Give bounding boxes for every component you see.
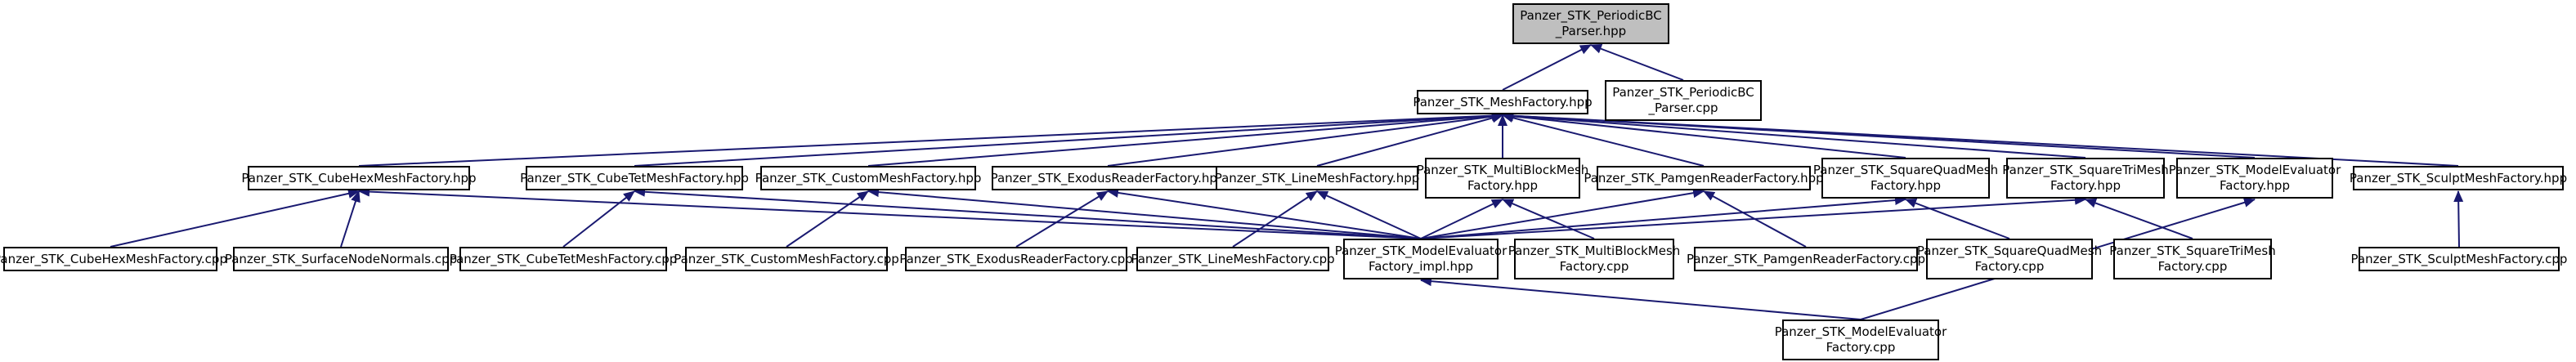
node-label-line: Panzer_STK_MultiBlockMesh — [1508, 244, 1681, 258]
node-periodic-cpp[interactable]: Panzer_STK_PeriodicBC_Parser.cpp — [1605, 80, 1762, 121]
node-label-line: Panzer_STK_SquareTriMesh — [2109, 244, 2276, 258]
node-label-line: _Parser.cpp — [1648, 101, 1718, 115]
edge-squarequad_hpp-to-meshfactory_hpp — [1502, 111, 1906, 159]
edge-sculpt_hpp-to-meshfactory_hpp — [1502, 110, 2459, 167]
edge-surfacenode_cpp-to-cubehex_hpp — [340, 190, 361, 248]
node-label-line: Panzer_STK_PeriodicBC — [1520, 8, 1662, 23]
node-surfacenode-cpp[interactable]: Panzer_STK_SurfaceNodeNormals.cpp — [225, 247, 457, 271]
node-label-line: Panzer_STK_PamgenReaderFactory.hpp — [1584, 170, 1824, 185]
edge-modeleval_cpp-to-modeleval_impl_hpp — [1420, 276, 1861, 320]
edge-meshfactory_hpp-to-periodic_hpp — [1502, 44, 1592, 91]
edge-sculpt_cpp-to-sculpt_hpp — [2453, 190, 2464, 248]
node-label-line: Panzer_STK_SculptMeshFactory.hpp — [2349, 170, 2568, 185]
node-exodus-hpp[interactable]: Panzer_STK_ExodusReaderFactory.hpp — [990, 166, 1225, 190]
edge-pamgen_hpp-to-meshfactory_hpp — [1502, 113, 1705, 167]
edge-modeleval_impl_hpp-to-exodus_hpp — [1107, 188, 1422, 239]
edge-multiblock_cpp-to-multiblock_hpp — [1502, 199, 1595, 239]
edge-custom_cpp-to-custom_hpp — [786, 190, 869, 248]
node-label-line: Factory.hpp — [2220, 178, 2290, 193]
node-label-line: Panzer_STK_ModelEvaluator — [2168, 163, 2341, 177]
node-label-line: Panzer_STK_ModelEvaluator — [1774, 324, 1947, 339]
node-label-line: Panzer_STK_SquareQuadMesh — [1812, 163, 1999, 177]
node-cubehex-hpp[interactable]: Panzer_STK_CubeHexMeshFactory.hpp — [241, 166, 477, 190]
node-label-line: _Parser.hpp — [1555, 24, 1627, 38]
node-label-line: Factory_impl.hpp — [1368, 259, 1474, 274]
node-cubehex-cpp[interactable]: Panzer_STK_CubeHexMeshFactory.cpp — [0, 247, 227, 271]
edge-modeleval_impl_hpp-to-multiblock_hpp — [1420, 199, 1503, 239]
node-label-line: Panzer_STK_CubeHexMeshFactory.cpp — [0, 251, 227, 266]
edge-modeleval_impl_hpp-to-cubetet_hpp — [634, 186, 1422, 239]
node-meshfactory-hpp[interactable]: Panzer_STK_MeshFactory.hpp — [1413, 90, 1593, 114]
edge-cubehex_hpp-to-meshfactory_hpp — [358, 110, 1503, 167]
node-label-line: Factory.cpp — [1826, 340, 1896, 355]
edge-cubetet_cpp-to-cubetet_hpp — [562, 190, 635, 248]
node-periodic-hpp: Panzer_STK_PeriodicBC_Parser.hpp — [1512, 3, 1669, 44]
node-label-line: Panzer_STK_SquareTriMesh — [2002, 163, 2169, 177]
edge-squarequad_cpp-to-squarequad_hpp — [1905, 198, 2010, 239]
node-label-line: Panzer_STK_MultiBlockMesh — [1416, 163, 1589, 177]
edge-periodic_cpp-to-periodic_hpp — [1590, 44, 1684, 81]
node-exodus-cpp[interactable]: Panzer_STK_ExodusReaderFactory.cpp — [899, 247, 1133, 271]
node-label-line: Panzer_STK_CubeTetMeshFactory.cpp — [449, 251, 678, 266]
node-label-line: Panzer_STK_LineMeshFactory.cpp — [1131, 251, 1335, 266]
node-label-line: Factory.cpp — [1974, 259, 2045, 274]
node-label-line: Panzer_STK_CustomMeshFactory.hpp — [755, 170, 982, 185]
node-label-line: Panzer_STK_CubeHexMeshFactory.hpp — [241, 170, 477, 185]
node-pamgen-cpp[interactable]: Panzer_STK_PamgenReaderFactory.cpp — [1687, 247, 1925, 271]
node-label-line: Factory.hpp — [1870, 178, 1941, 193]
node-sculpt-cpp[interactable]: Panzer_STK_SculptMeshFactory.cpp — [2351, 247, 2567, 271]
edge-modeleval_impl_hpp-to-squaretri_hpp — [1420, 194, 2086, 239]
node-cubetet-hpp[interactable]: Panzer_STK_CubeTetMeshFactory.hpp — [520, 166, 749, 190]
node-label-line: Panzer_STK_SquareQuadMesh — [1916, 244, 2103, 258]
node-label-line: Panzer_STK_LineMeshFactory.hpp — [1214, 170, 1420, 185]
edge-modeleval_impl_hpp-to-pamgen_hpp — [1420, 188, 1705, 239]
edge-cubetet_hpp-to-meshfactory_hpp — [634, 110, 1503, 167]
node-custom-cpp[interactable]: Panzer_STK_CustomMeshFactory.cpp — [674, 247, 899, 271]
edge-modeleval_impl_hpp-to-squarequad_hpp — [1420, 195, 1906, 239]
node-label-line: Panzer_STK_SurfaceNodeNormals.cpp — [224, 251, 458, 266]
node-line-cpp[interactable]: Panzer_STK_LineMeshFactory.cpp — [1131, 247, 1335, 271]
node-label-line: Factory.cpp — [2157, 259, 2228, 274]
edge-exodus_hpp-to-meshfactory_hpp — [1107, 111, 1503, 167]
node-label-line: Panzer_STK_PeriodicBC — [1612, 85, 1754, 100]
edge-custom_hpp-to-meshfactory_hpp — [867, 111, 1503, 167]
node-label-line: Factory.hpp — [1467, 178, 1538, 193]
node-label-line: Panzer_STK_SculptMeshFactory.cpp — [2350, 251, 2568, 266]
node-pamgen-hpp[interactable]: Panzer_STK_PamgenReaderFactory.hpp — [1584, 166, 1824, 190]
node-custom-hpp[interactable]: Panzer_STK_CustomMeshFactory.hpp — [755, 166, 981, 190]
edge-squaretri_hpp-to-meshfactory_hpp — [1502, 110, 2086, 159]
node-line-hpp[interactable]: Panzer_STK_LineMeshFactory.hpp — [1214, 166, 1420, 190]
node-label-line: Panzer_STK_CubeTetMeshFactory.hpp — [520, 170, 749, 185]
edge-line_hpp-to-meshfactory_hpp — [1316, 113, 1503, 167]
edge-modeleval_impl_hpp-to-cubehex_hpp — [358, 186, 1422, 239]
node-label-line: Panzer_STK_ModelEvaluator — [1334, 244, 1508, 258]
edge-exodus_cpp-to-exodus_hpp — [1015, 190, 1109, 248]
node-label-line: Panzer_STK_CustomMeshFactory.cpp — [674, 251, 899, 266]
edge-modeleval_impl_hpp-to-line_hpp — [1316, 190, 1422, 239]
node-label-line: Panzer_STK_MeshFactory.hpp — [1413, 94, 1593, 109]
edge-cubehex_cpp-to-cubehex_hpp — [110, 188, 360, 248]
node-label-line: Factory.hpp — [2050, 178, 2121, 193]
node-label-line: Panzer_STK_PamgenReaderFactory.cpp — [1686, 251, 1926, 266]
node-label-line: Factory.cpp — [1559, 259, 1629, 274]
edge-squaretri_cpp-to-squaretri_hpp — [2085, 198, 2193, 239]
node-label-line: Panzer_STK_ExodusReaderFactory.hpp — [990, 170, 1225, 185]
edge-modeleval_impl_hpp-to-custom_hpp — [867, 187, 1422, 239]
node-cubetet-cpp[interactable]: Panzer_STK_CubeTetMeshFactory.cpp — [450, 247, 677, 271]
node-sculpt-hpp[interactable]: Panzer_STK_SculptMeshFactory.hpp — [2349, 166, 2568, 190]
edge-line_cpp-to-line_hpp — [1232, 190, 1318, 248]
node-label-line: Panzer_STK_ExodusReaderFactory.cpp — [899, 251, 1133, 266]
